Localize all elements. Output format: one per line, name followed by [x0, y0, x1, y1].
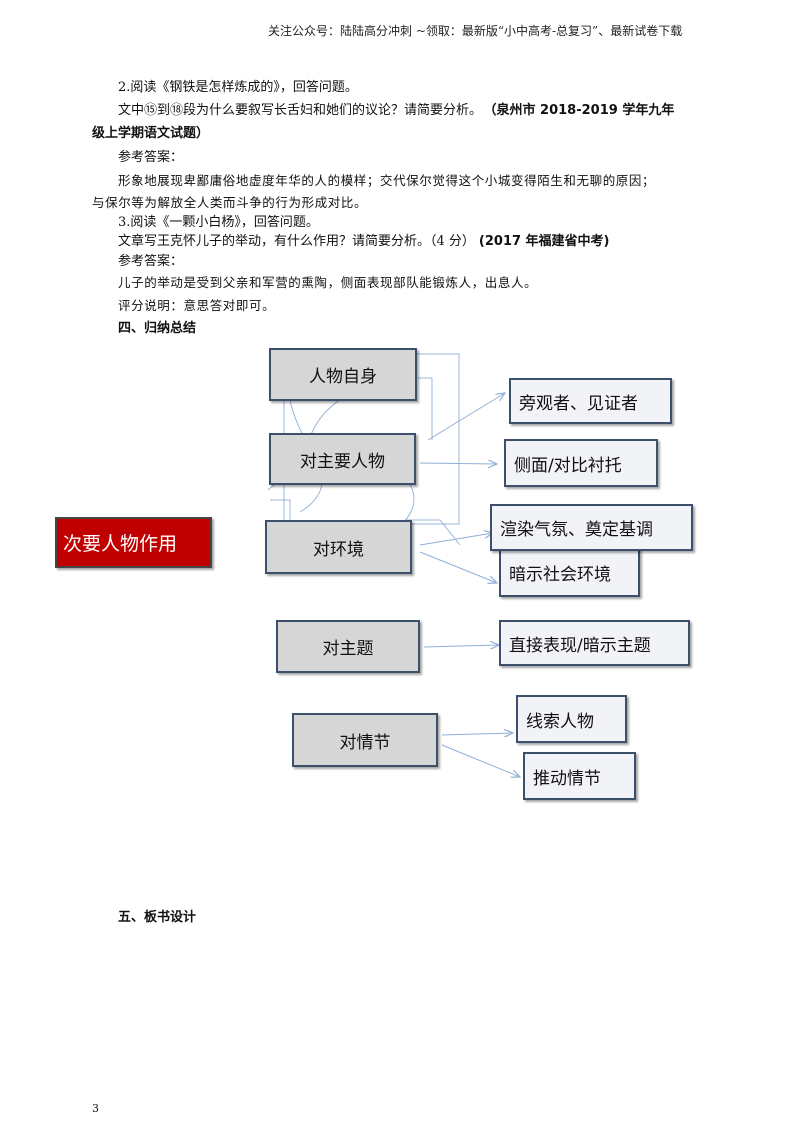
q3-source: (2017 年福建省中考)	[478, 234, 610, 249]
category-box-plot: 对情节	[292, 713, 438, 767]
page-header: 关注公众号：陆陆高分冲刺 ~领取：最新版“小中高考-总复习”、最新试卷下载	[268, 24, 683, 38]
q2-title: 2.阅读《钢铁是怎样炼成的》，回答问题。	[118, 80, 358, 95]
q3-title: 3.阅读《一颗小白杨》，回答问题。	[118, 215, 319, 230]
category-box-theme: 对主题	[276, 620, 420, 673]
q2-question-text: 文中⑮到⑱段为什么要叙写长舌妇和她们的议论？请简要分析。	[118, 103, 483, 118]
category-box-self: 人物自身	[269, 348, 417, 401]
function-box-clue-character: 线索人物	[516, 695, 627, 743]
q2-source-b: 级上学期语文试题）	[92, 126, 210, 141]
arrow-line	[419, 551, 497, 583]
q2-answer-line1: 形象地展现卑鄙庸俗地虚度年华的人的模样；交代保尔觉得这个小城变得陌生和无聊的原因…	[118, 173, 656, 188]
function-box-contrast: 侧面/对比衬托	[504, 439, 658, 487]
arrow-line	[441, 744, 520, 777]
arrow-line	[423, 645, 499, 647]
q3-question: 文章写王克怀儿子的举动，有什么作用？请简要分析。（4 分）(2017 年福建省中…	[118, 232, 610, 252]
q3-scoring-note: 评分说明：意思答对即可。	[118, 298, 276, 313]
category-box-main-character: 对主要人物	[269, 433, 416, 485]
bracket-connector	[270, 499, 291, 520]
arrow-line	[419, 463, 497, 464]
bracket-connector	[405, 519, 461, 546]
function-box-theme: 直接表现/暗示主题	[499, 620, 690, 666]
arrow-line	[419, 533, 493, 546]
category-box-environment: 对环境	[265, 520, 412, 574]
arrow-line	[427, 393, 505, 441]
function-box-atmosphere: 渲染气氛、奠定基调	[490, 504, 693, 551]
q2-answer-line2: 与保尔等为解放全人类而斗争的行为形成对比。	[92, 195, 368, 210]
section-4-title: 四、归纳总结	[118, 321, 197, 336]
q2-question: 文中⑮到⑱段为什么要叙写长舌妇和她们的议论？请简要分析。 （泉州市 2018-20…	[118, 101, 674, 121]
q3-ref-label: 参考答案：	[118, 254, 184, 269]
q3-answer: 儿子的举动是受到父亲和军营的熏陶，侧面表现部队能锻炼人，出息人。	[118, 275, 538, 290]
main-topic-box: 次要人物作用	[55, 517, 212, 568]
function-box-social-environment: 暗示社会环境	[499, 548, 640, 597]
function-box-witness: 旁观者、见证者	[509, 378, 672, 424]
q3-question-text: 文章写王克怀儿子的举动，有什么作用？请简要分析。（4 分）	[118, 234, 475, 249]
function-box-advance-plot: 推动情节	[523, 752, 636, 800]
arrow-line	[441, 733, 513, 735]
q2-ref-label: 参考答案：	[118, 150, 184, 165]
section-5-title: 五、板书设计	[118, 910, 197, 925]
page-number: 3	[92, 1102, 99, 1115]
q2-source-a: （泉州市 2018-2019 学年九年	[490, 103, 675, 118]
bracket-connector	[418, 377, 433, 440]
